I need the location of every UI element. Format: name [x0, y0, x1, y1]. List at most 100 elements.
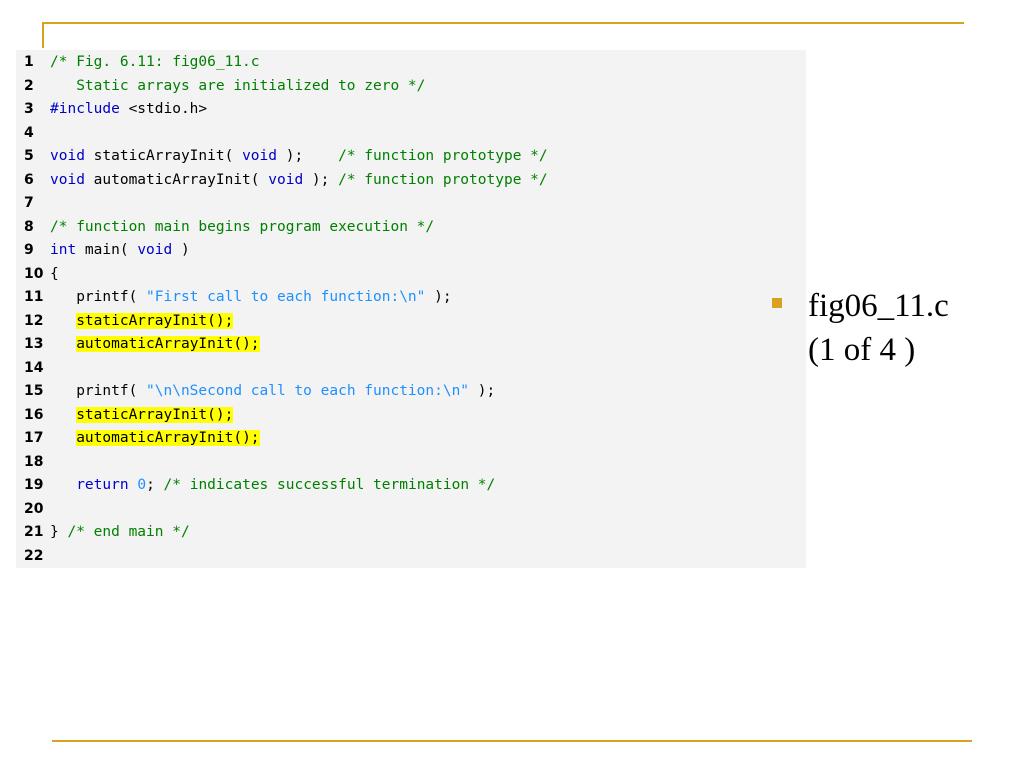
- code-line: 18: [16, 451, 806, 475]
- code-text: return 0; /* indicates successful termin…: [50, 477, 495, 493]
- line-number: 8: [24, 218, 34, 235]
- top-rule: [42, 22, 964, 24]
- line-number: 5: [24, 148, 34, 164]
- code-token: void: [268, 171, 304, 188]
- code-token: /* end main */: [67, 524, 190, 540]
- code-token: staticArrayInit(: [84, 148, 243, 164]
- line-number: 6: [24, 171, 34, 188]
- code-text: /* function main begins program executio…: [50, 219, 434, 235]
- code-token: ): [172, 242, 190, 258]
- code-line: 4: [16, 122, 806, 146]
- code-line: 7: [16, 192, 806, 216]
- code-line: 8 /* function main begins program executi…: [16, 216, 806, 240]
- code-token: [50, 430, 76, 446]
- code-text: staticArrayInit();: [50, 312, 234, 329]
- code-token: 0: [137, 477, 147, 493]
- code-token: int: [50, 242, 77, 258]
- code-line: 12 staticArrayInit();: [16, 310, 806, 334]
- code-text: staticArrayInit();: [50, 406, 234, 423]
- code-token: /* indicates successful termination */: [163, 477, 496, 493]
- code-token: [50, 336, 76, 352]
- code-line: 19 return 0; /* indicates successful ter…: [16, 474, 806, 498]
- code-lines: 1 /* Fig. 6.11: fig06_11.c 2 Static arrays…: [16, 51, 806, 568]
- line-number: 21: [24, 524, 44, 540]
- code-token: );: [303, 171, 339, 188]
- line-number: 20: [24, 500, 44, 517]
- code-token: [50, 313, 76, 329]
- code-text: /* Fig. 6.11: fig06_11.c: [50, 54, 260, 70]
- code-token: printf(: [50, 383, 147, 399]
- code-text: automaticArrayInit();: [50, 336, 260, 352]
- line-number: 7: [24, 195, 34, 211]
- line-number: 13: [24, 336, 44, 352]
- code-text: printf( "First call to each function:\n"…: [50, 289, 452, 305]
- code-token: return: [76, 477, 129, 493]
- bullet-page-indicator: (1 of 4 ): [808, 332, 916, 368]
- code-token: #include: [50, 101, 120, 117]
- code-token: [50, 477, 76, 493]
- code-token: "\n\nSecond call to each function:\n": [146, 383, 470, 399]
- line-number: 19: [24, 477, 44, 493]
- code-token: main(: [76, 242, 138, 258]
- code-text: #include <stdio.h>: [50, 101, 207, 117]
- code-token: );: [469, 383, 496, 399]
- code-token: automaticArrayInit();: [76, 336, 260, 352]
- code-text: int main( void ): [50, 242, 190, 258]
- line-number: 18: [24, 453, 44, 470]
- code-line: 1 /* Fig. 6.11: fig06_11.c: [16, 51, 806, 75]
- code-token: void: [242, 148, 277, 164]
- code-line: 3 #include <stdio.h>: [16, 98, 806, 122]
- bullet-filename: fig06_11.c: [808, 288, 949, 324]
- code-token: void: [137, 242, 173, 258]
- code-token: /* Fig. 6.11: fig06_11.c: [50, 54, 260, 70]
- code-line: 13 automaticArrayInit();: [16, 333, 806, 357]
- code-text: automaticArrayInit();: [50, 430, 260, 446]
- line-number: 1: [24, 54, 34, 70]
- line-number: 15: [24, 383, 44, 399]
- top-rule-tick: [42, 22, 44, 48]
- code-token: ;: [146, 477, 164, 493]
- code-token: Static arrays are initialized to zero */: [50, 77, 426, 94]
- code-token: printf(: [50, 289, 147, 305]
- square-bullet-icon: [772, 298, 782, 308]
- code-token: }: [50, 524, 68, 540]
- code-text: void automaticArrayInit( void ); /* func…: [50, 172, 548, 188]
- code-token: [50, 407, 76, 423]
- code-line: 5 void staticArrayInit( void ); /* functi…: [16, 145, 806, 169]
- code-token: /* function prototype */: [338, 171, 548, 188]
- code-text: printf( "\n\nSecond call to each functio…: [50, 383, 495, 399]
- code-token: automaticArrayInit(: [84, 171, 269, 188]
- code-token: void: [50, 148, 85, 164]
- line-number: 2: [24, 77, 34, 94]
- code-token: /* function prototype */: [338, 148, 548, 164]
- code-line: 2 Static arrays are initialized to zero …: [16, 75, 806, 99]
- code-line: 11 printf( "First call to each function:…: [16, 286, 806, 310]
- code-token: automaticArrayInit();: [76, 430, 260, 446]
- code-token: staticArrayInit();: [76, 406, 234, 423]
- code-line: 14: [16, 357, 806, 381]
- code-line: 15 printf( "\n\nSecond call to each func…: [16, 380, 806, 404]
- line-number: 10: [24, 265, 44, 282]
- code-line: 16 staticArrayInit();: [16, 404, 806, 428]
- code-token: );: [425, 289, 452, 305]
- code-token: "First call to each function:\n": [146, 289, 426, 305]
- line-number: 3: [24, 101, 34, 117]
- code-line: 9 int main( void ): [16, 239, 806, 263]
- line-number: 12: [24, 312, 44, 329]
- line-number: 17: [24, 430, 44, 446]
- code-text: } /* end main */: [50, 524, 190, 540]
- code-line: 20: [16, 498, 806, 522]
- code-token: void: [50, 171, 85, 188]
- code-token: /* function main begins program executio…: [50, 218, 435, 235]
- line-number: 22: [24, 547, 44, 564]
- code-token: {: [50, 265, 59, 282]
- code-text: {: [50, 266, 59, 282]
- code-token: );: [276, 148, 339, 164]
- code-token: staticArrayInit();: [76, 312, 234, 329]
- code-line: 22: [16, 545, 806, 569]
- line-number: 14: [24, 359, 44, 376]
- code-line: 6 void automaticArrayInit( void ); /* fun…: [16, 169, 806, 193]
- line-number: 9: [24, 242, 34, 258]
- code-line: 17 automaticArrayInit();: [16, 427, 806, 451]
- code-token: <stdio.h>: [119, 101, 208, 117]
